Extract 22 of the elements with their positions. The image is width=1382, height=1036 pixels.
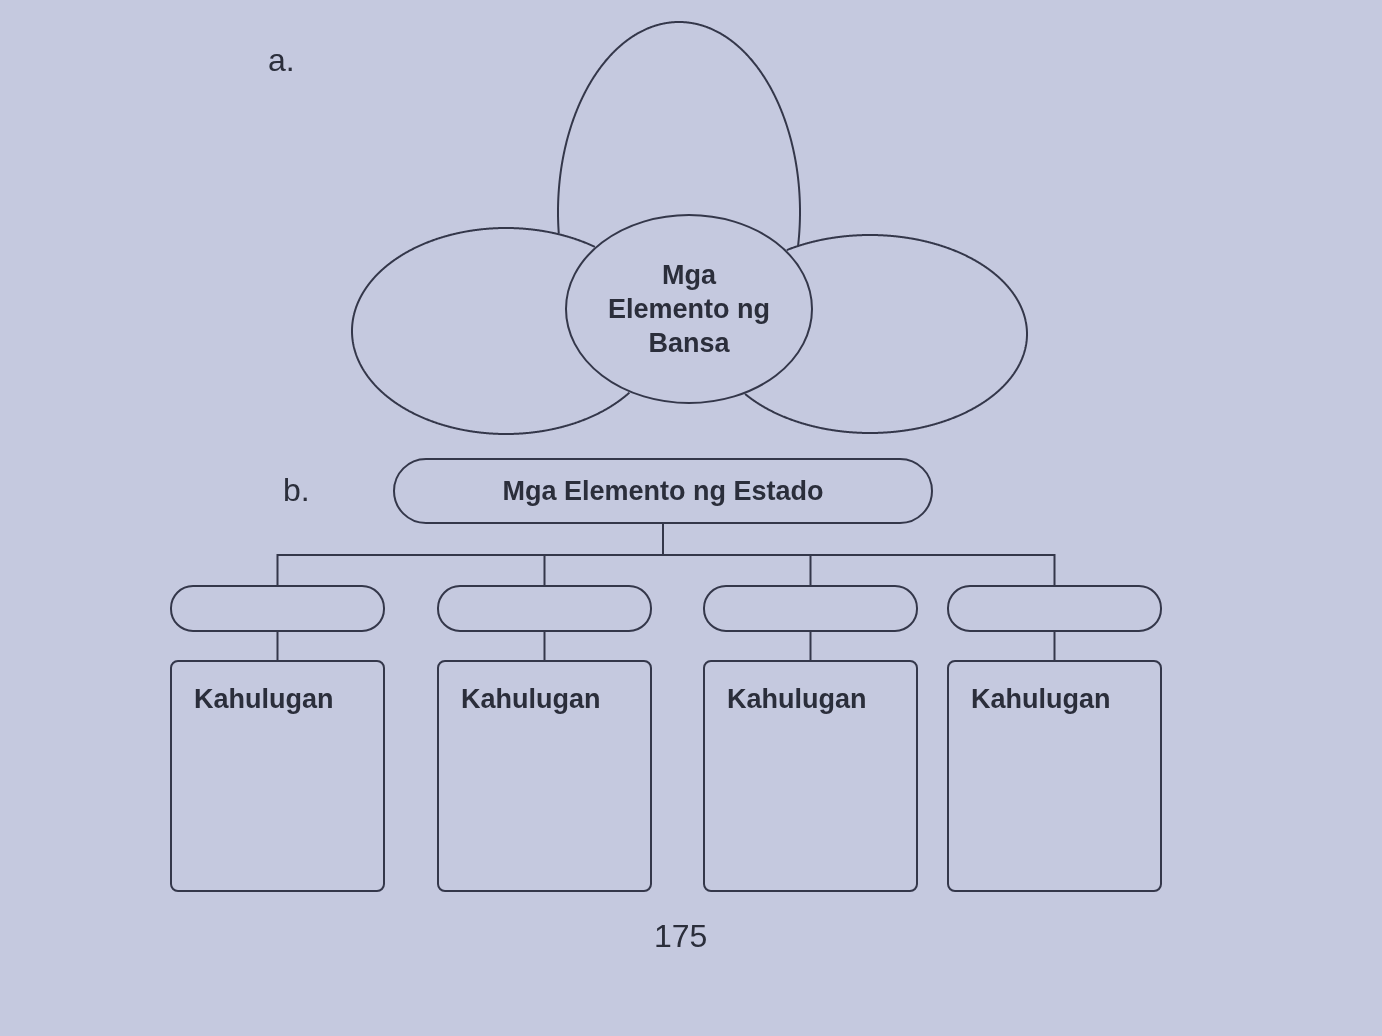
blank-box	[947, 585, 1162, 632]
connector-line	[809, 631, 812, 661]
answer-box	[703, 660, 918, 892]
answer-box	[947, 660, 1162, 892]
topic-text: Mga Elemento ng Estado	[502, 475, 824, 508]
page-number: 175	[654, 918, 708, 954]
topic-text: Mga Elemento ng Bansa	[607, 259, 771, 360]
heading-text: Kahulugan	[727, 683, 867, 716]
answer-box	[437, 660, 652, 892]
section-letter: b.	[283, 472, 310, 508]
heading-text: Kahulugan	[971, 683, 1111, 716]
blank-box	[170, 585, 385, 632]
connector-line	[543, 631, 546, 661]
connector-line	[276, 631, 279, 661]
blank-box	[703, 585, 918, 632]
blank-box	[437, 585, 652, 632]
heading-text: Kahulugan	[194, 683, 334, 716]
answer-box	[170, 660, 385, 892]
section-letter: a.	[268, 42, 295, 78]
connector-line	[1053, 631, 1056, 661]
heading-text: Kahulugan	[461, 683, 601, 716]
center-oval	[565, 214, 813, 404]
